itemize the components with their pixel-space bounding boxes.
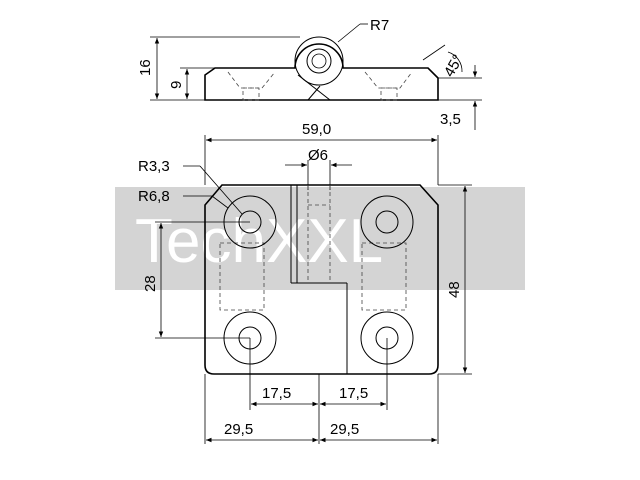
side-countersink-right: [364, 71, 413, 89]
angle-arc: [447, 51, 463, 73]
dim-half-width-left: 29,5: [224, 421, 253, 438]
knuckle-split-line-2: [307, 85, 321, 101]
pin-knuckle: [294, 36, 344, 86]
angle-line: [422, 44, 446, 61]
slot-hidden-right: [361, 242, 407, 311]
side-view-outline: [204, 43, 439, 101]
side-view: 16 9 R7 45° 3,5: [137, 17, 482, 130]
dim-height-total: 16: [137, 59, 154, 76]
r7-leader: [337, 23, 361, 43]
dim-half-width-right: 29,5: [330, 421, 359, 438]
side-hole-right: [380, 87, 398, 101]
dim-height-leaf: 9: [168, 81, 185, 89]
pin-hole-inner: [311, 53, 327, 69]
watermark: TechXXL: [115, 187, 525, 290]
side-hole-left: [242, 87, 260, 101]
dim-radius-hole: R3,3: [138, 158, 170, 175]
r68-leader: [211, 195, 229, 209]
dim-chamfer-size: 3,5: [440, 111, 461, 128]
pin-hole-outer: [306, 48, 332, 74]
dim-radius-pin: R7: [370, 17, 389, 34]
watermark-band: [115, 187, 525, 290]
hole-top-right: [360, 195, 414, 249]
dim-hole-offset-right: 17,5: [339, 385, 368, 402]
dim-width-total: 59,0: [302, 121, 331, 138]
slot-hidden-left: [219, 242, 265, 311]
dim-pin-diameter: Ø6: [308, 147, 328, 164]
side-countersink-left: [227, 71, 276, 89]
r33-leader: [199, 165, 243, 215]
dim-hole-spacing: 28: [142, 275, 159, 292]
plan-view: 59,0 Ø6: [138, 121, 472, 444]
dim-radius-counterbore: R6,8: [138, 188, 170, 205]
dim-height-plan: 48: [446, 281, 463, 298]
watermark-text: TechXXL: [135, 207, 383, 276]
dim-hole-offset-left: 17,5: [262, 385, 291, 402]
knuckle-split-line: [297, 74, 331, 101]
dim-chamfer-angle: 45°: [441, 52, 467, 80]
plate-outline: [204, 184, 439, 375]
